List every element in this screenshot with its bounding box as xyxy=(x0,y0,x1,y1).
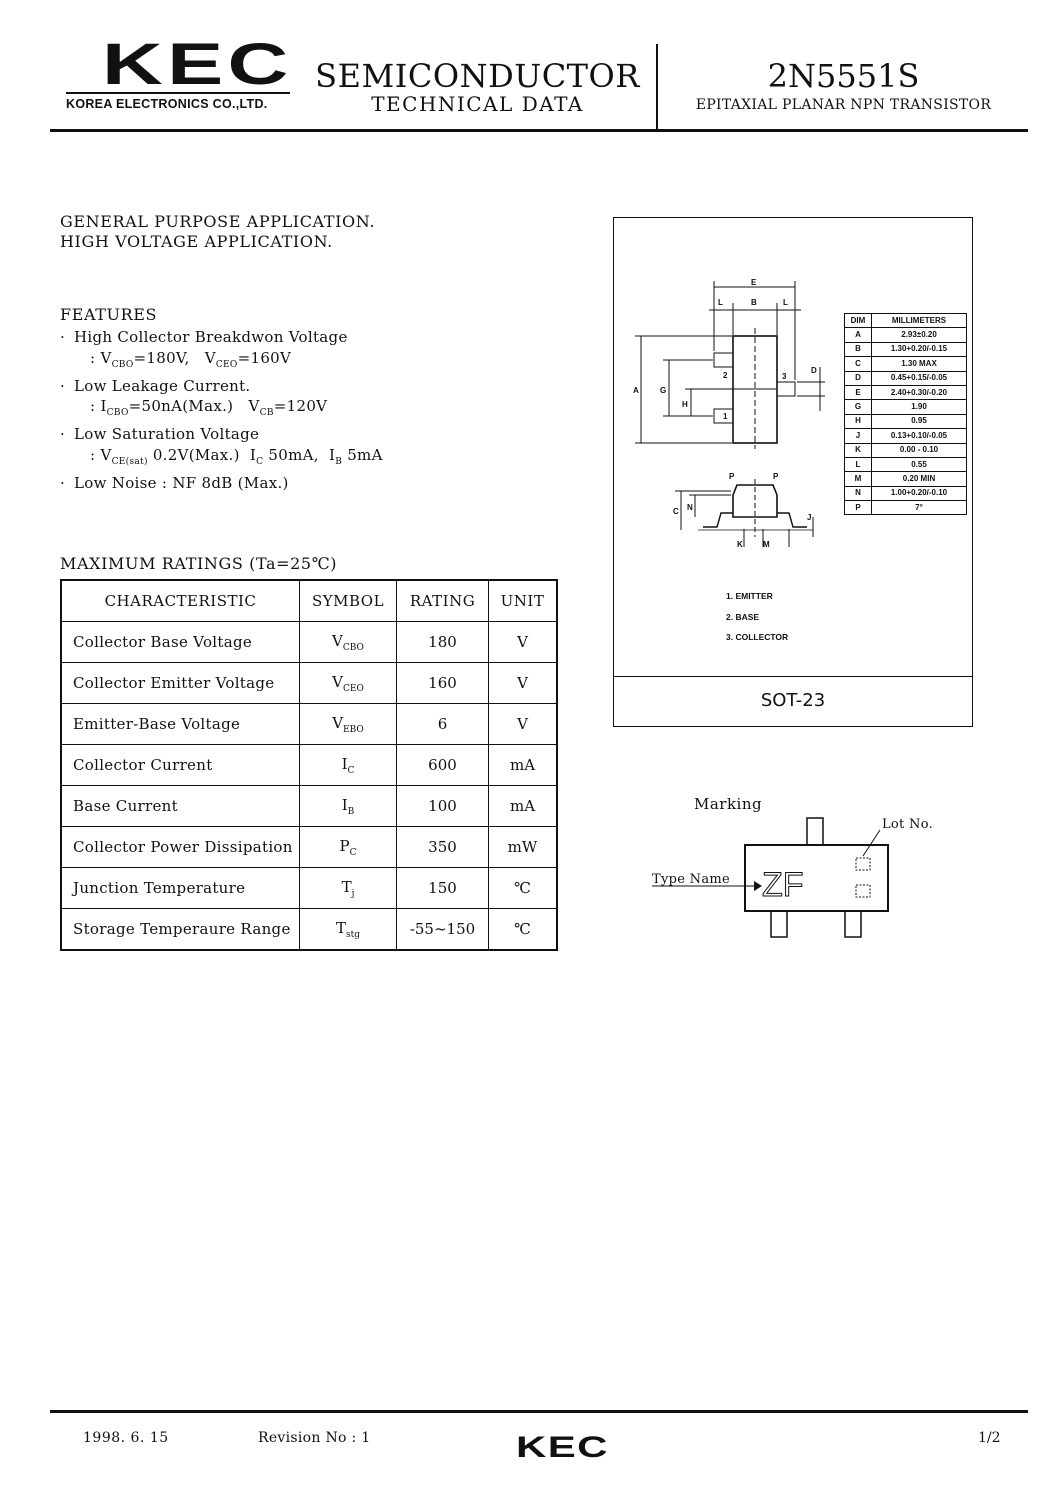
marking-title: Marking xyxy=(694,795,763,813)
lot-leader-line xyxy=(862,829,881,857)
pin-item: 2. BASE xyxy=(726,611,760,622)
lot-box xyxy=(855,884,871,898)
table-row: Storage Temperaure Range Tstg -55~150 ℃ xyxy=(60,908,558,951)
header-title: SEMICONDUCTOR xyxy=(315,57,640,95)
arrow-icon xyxy=(754,881,762,891)
feature-detail: : ICBO=50nA(Max.) VCB=120V xyxy=(90,397,328,419)
lead-1 xyxy=(713,408,734,424)
dim-label: H xyxy=(682,400,688,409)
table-row: Emitter-Base Voltage VEBO 6 V xyxy=(60,703,558,745)
feature-item: ·Low Noise : NF 8dB (Max.) xyxy=(60,473,289,492)
features-title: FEATURES xyxy=(60,305,158,324)
pin-list: 1. EMITTER 2. BASE 3. COLLECTOR xyxy=(726,586,788,648)
package-name: SOT-23 xyxy=(760,690,826,711)
table-row: Collector Current IC 600 mA xyxy=(60,744,558,786)
pin-number: 2 xyxy=(723,371,728,380)
ratings-title: MAXIMUM RATINGS (Ta=25℃) xyxy=(60,554,338,573)
marking-lead-left xyxy=(770,910,788,938)
footer-rule xyxy=(50,1410,1028,1413)
dim-label: P xyxy=(773,472,779,481)
application-line: HIGH VOLTAGE APPLICATION. xyxy=(60,232,333,251)
lot-number-label: Lot No. xyxy=(882,817,934,832)
lead-2 xyxy=(713,352,734,368)
feature-item: ·Low Saturation Voltage xyxy=(60,425,260,444)
col-header: UNIT xyxy=(488,579,558,622)
lead-3 xyxy=(776,381,796,397)
side-view-body xyxy=(732,484,778,518)
dim-label: P xyxy=(729,472,735,481)
dim-label: N xyxy=(687,503,693,512)
header-divider xyxy=(656,44,658,130)
table-row: Base Current IB 100 mA xyxy=(60,785,558,827)
marking-drawing: ZF xyxy=(652,817,889,938)
type-code: ZF xyxy=(762,866,804,904)
company-name: KOREA ELECTRONICS CO.,LTD. xyxy=(66,97,268,111)
marking-lead-top xyxy=(806,817,824,846)
table-row: Collector Emitter Voltage VCEO 160 V xyxy=(60,662,558,704)
package-outline-box xyxy=(613,217,973,727)
table-row: Collector Power Dissipation PC 350 mW xyxy=(60,826,558,868)
dim-label: A xyxy=(633,386,639,395)
col-header: CHARACTERISTIC xyxy=(60,579,300,622)
applications: GENERAL PURPOSE APPLICATION. HIGH VOLTAG… xyxy=(60,212,375,252)
col-header: RATING xyxy=(396,579,489,622)
dim-label: C xyxy=(673,507,679,516)
dim-label: G xyxy=(660,386,666,395)
footer-revision: Revision No : 1 xyxy=(258,1430,371,1446)
table-row: Collector Base Voltage VCBO 180 V xyxy=(60,621,558,663)
part-description: EPITAXIAL PLANAR NPN TRANSISTOR xyxy=(695,97,992,113)
dim-label: M xyxy=(763,540,770,549)
pin-item: 1. EMITTER xyxy=(726,591,773,601)
kec-logo: KEC xyxy=(102,32,293,97)
pin-item: 3. COLLECTOR xyxy=(726,632,789,642)
dim-label: E xyxy=(751,278,757,287)
feature-item: ·High Collector Breakdwon Voltage xyxy=(60,328,348,346)
marking-lead-right xyxy=(844,910,862,938)
package-box-divider xyxy=(613,676,973,677)
type-name-label: Type Name xyxy=(652,872,731,887)
logo-underline xyxy=(66,92,290,94)
table-row: Junction Temperature Tj 150 ℃ xyxy=(60,867,558,909)
feature-detail: : VCBO=180V, VCEO=160V xyxy=(90,348,292,370)
feature-detail: : VCE(sat) 0.2V(Max.) IC 50mA, IB 5mA xyxy=(90,445,383,467)
dim-label: L xyxy=(783,298,788,307)
header-subtitle: TECHNICAL DATA xyxy=(371,92,584,116)
package-drawing: E L B L A G H D 2 1 3 C N P P J K M xyxy=(633,278,825,549)
footer-kec-logo: KEC xyxy=(516,1431,609,1464)
lot-box xyxy=(855,857,871,871)
ratings-table: CHARACTERISTIC SYMBOL RATING UNIT Collec… xyxy=(60,579,558,951)
feature-item: ·Low Leakage Current. xyxy=(60,376,251,395)
dim-label: B xyxy=(751,298,757,307)
pin-number: 3 xyxy=(782,372,787,381)
pin-number: 1 xyxy=(723,412,728,421)
header-rule xyxy=(50,129,1028,132)
dim-label: L xyxy=(718,298,723,307)
dim-label: K xyxy=(737,540,743,549)
application-line: GENERAL PURPOSE APPLICATION. xyxy=(60,212,376,231)
footer-page-number: 1/2 xyxy=(978,1430,1001,1446)
part-number: 2N5551S xyxy=(767,57,920,95)
dim-label: D xyxy=(811,366,817,375)
dim-label: J xyxy=(807,513,811,522)
features-list: ·High Collector Breakdwon Voltage : VCBO… xyxy=(60,327,383,494)
col-header: SYMBOL xyxy=(299,579,397,622)
footer-date: 1998. 6. 15 xyxy=(83,1430,169,1446)
table-header-row: CHARACTERISTIC SYMBOL RATING UNIT xyxy=(60,579,558,622)
